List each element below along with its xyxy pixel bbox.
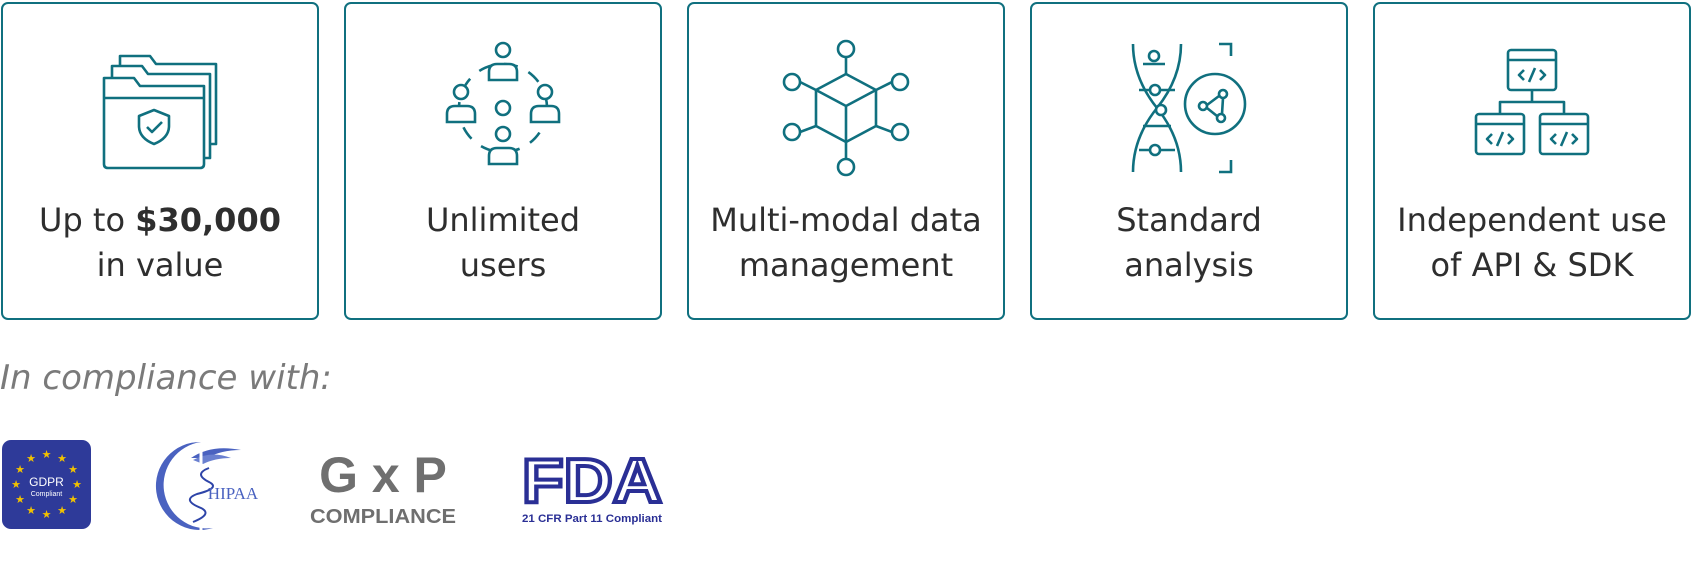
feature-card-analysis: Standard analysis bbox=[1030, 2, 1348, 320]
svg-text:★: ★ bbox=[72, 478, 82, 491]
feature-title-value: Up to $30,000 in value bbox=[39, 201, 281, 284]
feature-cards: Up to $30,000 in value Unlimited users bbox=[1, 2, 1691, 320]
svg-text:★: ★ bbox=[68, 463, 78, 476]
hipaa-logo-label: HIPAA bbox=[208, 484, 259, 503]
compliance-heading: In compliance with: bbox=[0, 358, 332, 398]
svg-text:★: ★ bbox=[42, 508, 52, 521]
users-network-icon bbox=[433, 38, 573, 178]
svg-text:★: ★ bbox=[26, 452, 36, 465]
feature-card-api: Independent use of API & SDK bbox=[1373, 2, 1691, 320]
svg-text:★: ★ bbox=[57, 504, 67, 517]
api-code-hierarchy-icon bbox=[1462, 38, 1602, 178]
gdpr-logo: ★★★ ★★★ ★★★ ★★★ GDPR Compliant bbox=[2, 440, 91, 529]
svg-text:★: ★ bbox=[42, 448, 52, 461]
gxp-logo-line1: G x P bbox=[319, 447, 447, 503]
fda-logo-line2: 21 CFR Part 11 Compliant bbox=[522, 513, 662, 525]
feature-title-data: Multi-modal data management bbox=[710, 201, 982, 284]
gdpr-logo-line2: Compliant bbox=[31, 491, 63, 498]
feature-title-analysis: Standard analysis bbox=[1116, 201, 1262, 284]
compliance-logos: ★★★ ★★★ ★★★ ★★★ GDPR Compliant HIPAA G x… bbox=[0, 438, 700, 538]
dna-analysis-icon bbox=[1119, 38, 1259, 178]
fda-logo: FDA 21 CFR Part 11 Compliant bbox=[520, 445, 665, 530]
svg-text:★: ★ bbox=[26, 504, 36, 517]
feature-card-value: Up to $30,000 in value bbox=[1, 2, 319, 320]
svg-text:★: ★ bbox=[57, 452, 67, 465]
hipaa-logo: HIPAA bbox=[153, 438, 263, 532]
svg-text:★: ★ bbox=[15, 493, 25, 506]
gdpr-logo-line1: GDPR bbox=[29, 475, 64, 489]
gxp-logo-line2: COMPLIANCE bbox=[310, 506, 456, 528]
svg-text:★: ★ bbox=[11, 478, 21, 491]
secure-folders-icon bbox=[90, 38, 230, 178]
feature-card-users: Unlimited users bbox=[344, 2, 662, 320]
feature-title-users: Unlimited users bbox=[425, 201, 581, 284]
data-cube-network-icon bbox=[776, 38, 916, 178]
svg-text:★: ★ bbox=[68, 493, 78, 506]
svg-text:★: ★ bbox=[15, 463, 25, 476]
feature-title-api: Independent use of API & SDK bbox=[1397, 201, 1667, 284]
feature-card-data: Multi-modal data management bbox=[687, 2, 1005, 320]
fda-logo-line1: FDA bbox=[522, 448, 662, 516]
gxp-logo: G x P COMPLIANCE bbox=[308, 442, 458, 532]
